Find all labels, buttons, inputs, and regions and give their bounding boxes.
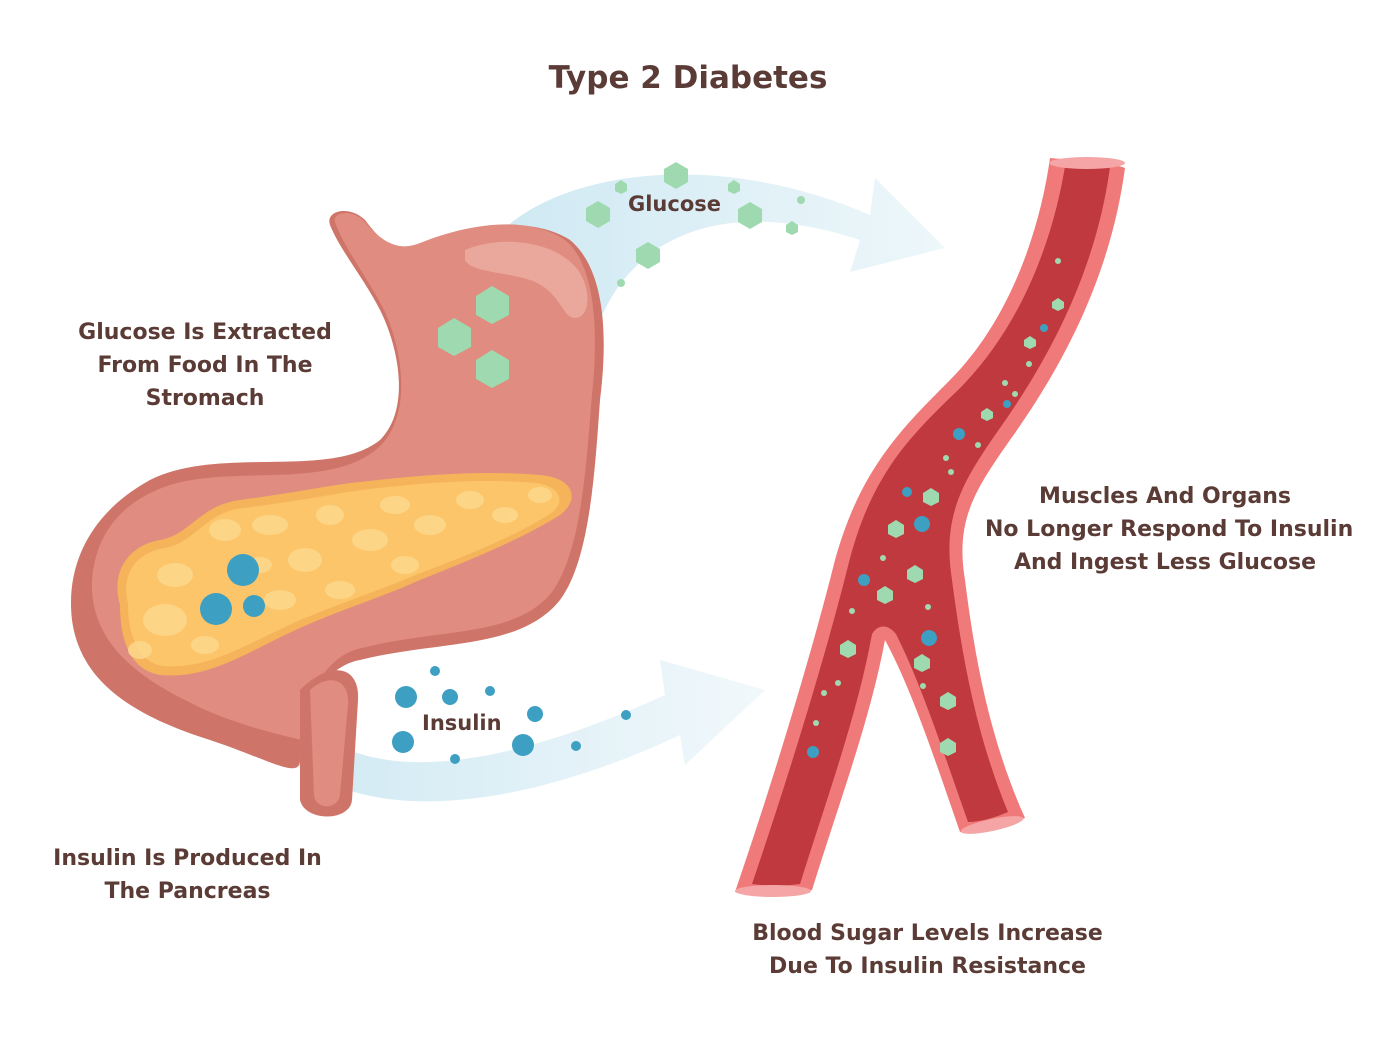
blood-sugar-label: Blood Sugar Levels Increase Due To Insul…	[735, 917, 1120, 983]
diagram-title: Type 2 Diabetes	[548, 60, 828, 96]
insulin-dot	[392, 731, 414, 753]
glucose-hexagon	[586, 201, 610, 228]
insulin-dot	[953, 428, 965, 440]
glucose-dot	[1002, 380, 1008, 386]
label-line: Glucose Is Extracted	[78, 320, 332, 345]
insulin-dot	[227, 554, 259, 586]
glucose-dot	[821, 690, 827, 696]
glucose-hexagon	[888, 520, 904, 538]
insulin-dot	[512, 734, 534, 756]
muscles-organs-label: Muscles And Organs No Longer Respond To …	[985, 480, 1354, 579]
label-line: Due To Insulin Resistance	[769, 954, 1086, 979]
glucose-hexagon	[940, 738, 956, 756]
glucose-hexagon	[1052, 298, 1064, 311]
insulin-dot	[430, 666, 440, 676]
stomach-glucose	[438, 286, 509, 388]
label-line: Muscles And Organs	[1039, 484, 1291, 509]
glucose-hexagon	[923, 488, 939, 506]
insulin-dot	[395, 686, 417, 708]
glucose-arrow-label: Glucose	[628, 192, 722, 216]
glucose-hexagon	[636, 242, 660, 269]
insulin-arrow	[280, 660, 765, 802]
insulin-dot	[621, 710, 631, 720]
vessel-opening-bottom-left	[735, 885, 811, 897]
insulin-dot	[1003, 400, 1011, 408]
label-line: And Ingest Less Glucose	[1013, 550, 1317, 575]
glucose-hexagon	[615, 180, 627, 194]
pancreas-insulin-cells	[200, 554, 265, 625]
glucose-dot	[849, 608, 855, 614]
insulin-dot	[902, 487, 912, 497]
glucose-dot	[1012, 391, 1018, 397]
label-line: Blood Sugar Levels Increase	[752, 921, 1103, 946]
glucose-dot	[835, 680, 841, 686]
label-line: The Pancreas	[104, 879, 271, 904]
glucose-hexagon	[1024, 336, 1036, 349]
insulin-dot	[858, 574, 870, 586]
label-line: From Food In The	[97, 353, 313, 378]
glucose-dot	[617, 279, 625, 287]
glucose-dot	[1055, 258, 1061, 264]
glucose-hexagon	[940, 692, 956, 710]
insulin-produced-label: Insulin Is Produced In The Pancreas	[40, 842, 335, 908]
glucose-hexagon	[981, 408, 993, 421]
arrow-insulin	[392, 666, 631, 764]
glucose-dot	[1026, 361, 1032, 367]
glucose-dot	[975, 442, 981, 448]
glucose-hexagon	[664, 162, 688, 189]
glucose-hexagon	[786, 221, 798, 235]
glucose-hexagon	[877, 586, 893, 604]
pancreas	[117, 472, 572, 676]
glucose-hexagon	[728, 180, 740, 194]
glucose-hexagon	[438, 318, 471, 356]
label-line: Insulin Is Produced In	[53, 846, 322, 871]
glucose-dot	[943, 455, 949, 461]
insulin-dot	[914, 516, 930, 532]
vessel-opening-bottom-right	[960, 816, 1024, 834]
glucose-dot	[948, 469, 954, 475]
insulin-arrow-label: Insulin	[422, 711, 502, 735]
insulin-dot	[442, 689, 458, 705]
glucose-hexagon	[914, 654, 930, 672]
insulin-dot	[571, 741, 581, 751]
glucose-extracted-label: Glucose Is Extracted From Food In The St…	[60, 316, 350, 415]
glucose-hexagon	[840, 640, 856, 658]
glucose-dot	[797, 196, 805, 204]
insulin-dot	[243, 595, 265, 617]
insulin-dot	[485, 686, 495, 696]
insulin-dot	[921, 630, 937, 646]
arrow-glucose	[586, 162, 805, 287]
glucose-dot	[813, 720, 819, 726]
vessel-opening-top	[1049, 157, 1125, 169]
label-line: Stromach	[145, 386, 265, 411]
glucose-arrow	[505, 174, 945, 320]
glucose-dot	[880, 555, 886, 561]
insulin-dot	[200, 593, 232, 625]
insulin-dot	[1040, 324, 1048, 332]
glucose-hexagon	[476, 350, 509, 388]
insulin-dot	[450, 754, 460, 764]
glucose-dot	[925, 604, 931, 610]
insulin-dot	[527, 706, 543, 722]
vessel-glucose	[813, 258, 1064, 756]
glucose-hexagon	[907, 565, 923, 583]
insulin-dot	[807, 746, 819, 758]
vessel-insulin	[807, 324, 1048, 758]
label-line: No Longer Respond To Insulin	[985, 517, 1354, 542]
glucose-hexagon	[738, 202, 762, 229]
glucose-hexagon	[476, 286, 509, 324]
glucose-dot	[920, 683, 926, 689]
